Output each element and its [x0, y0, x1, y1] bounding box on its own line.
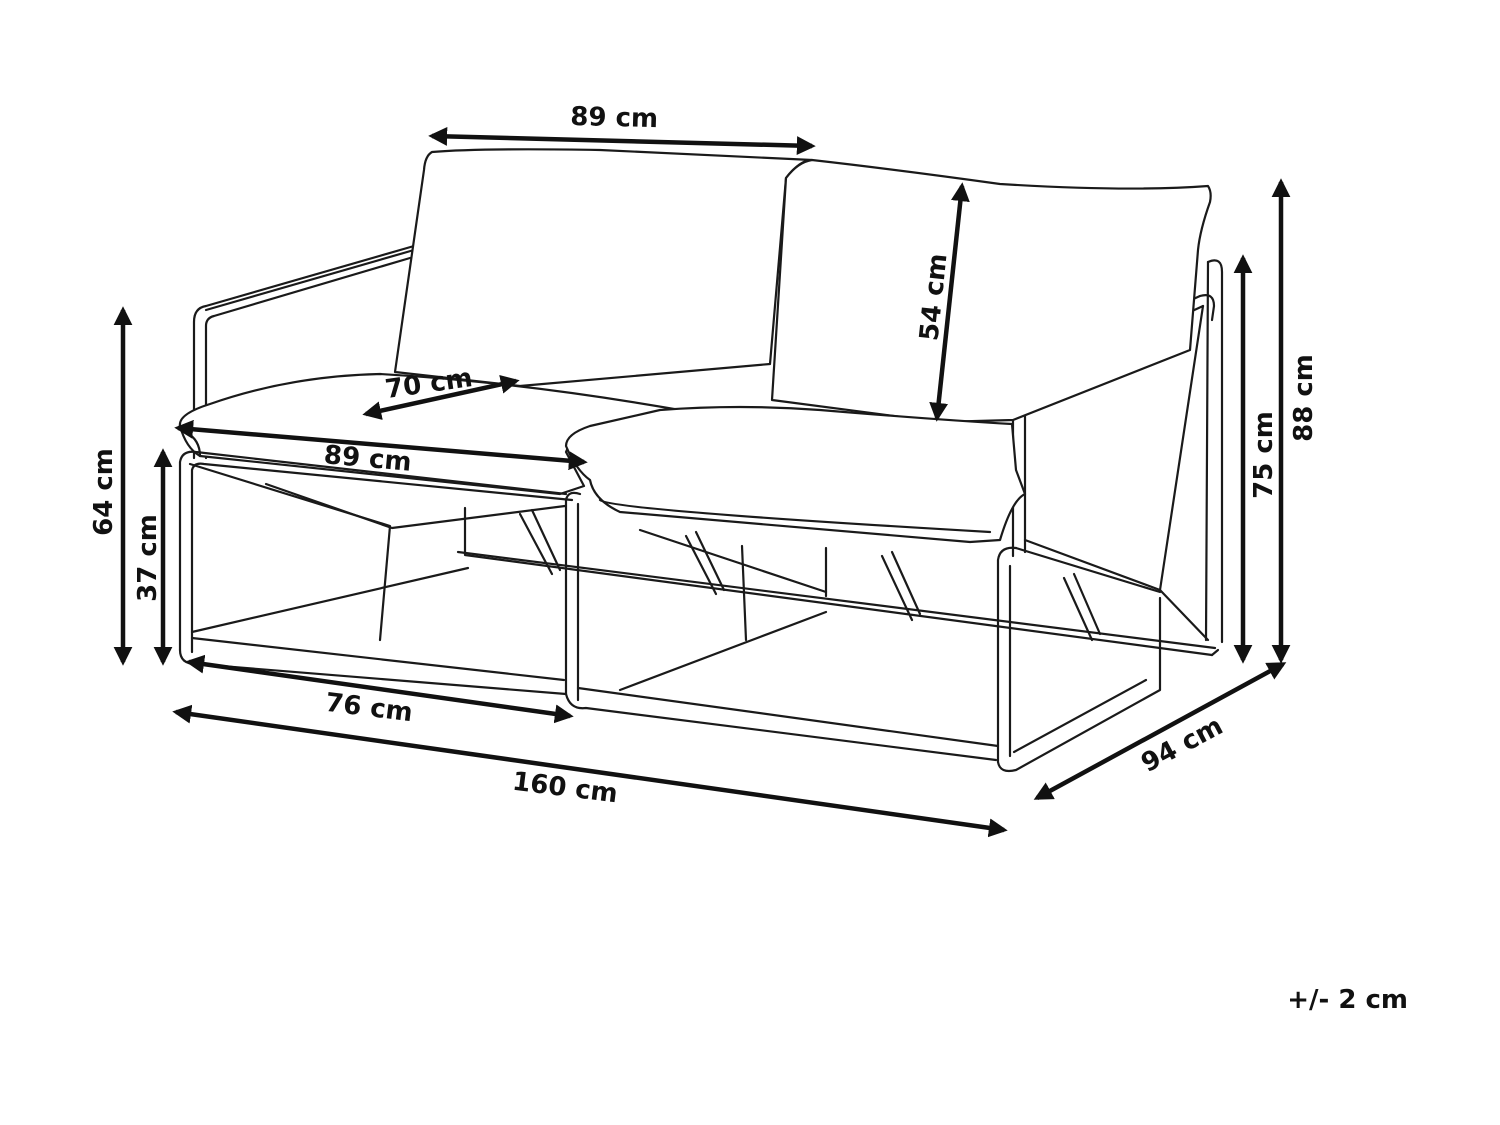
seat-width-label: 89 cm	[323, 440, 413, 478]
seat-height-label: 37 cm	[133, 514, 163, 602]
back-cushions	[393, 148, 1212, 424]
seat-depth-arrow	[362, 375, 520, 420]
frame-height-label: 75 cm	[1249, 411, 1279, 499]
arm-height-label: 64 cm	[89, 448, 119, 536]
tolerance-note: +/- 2 cm	[1287, 985, 1408, 1015]
total-height-label: 88 cm	[1289, 354, 1319, 442]
back-height-arrow	[929, 182, 970, 422]
back-width-label: 89 cm	[570, 102, 659, 134]
seat-width-arrow	[174, 419, 588, 471]
total-depth-arrow	[1033, 662, 1287, 800]
back-width-arrow	[428, 126, 816, 156]
left-armrest	[192, 244, 416, 460]
seat-supports	[188, 462, 1102, 692]
total-width-arrow	[172, 704, 1008, 838]
dimension-arrows	[113, 126, 1291, 838]
